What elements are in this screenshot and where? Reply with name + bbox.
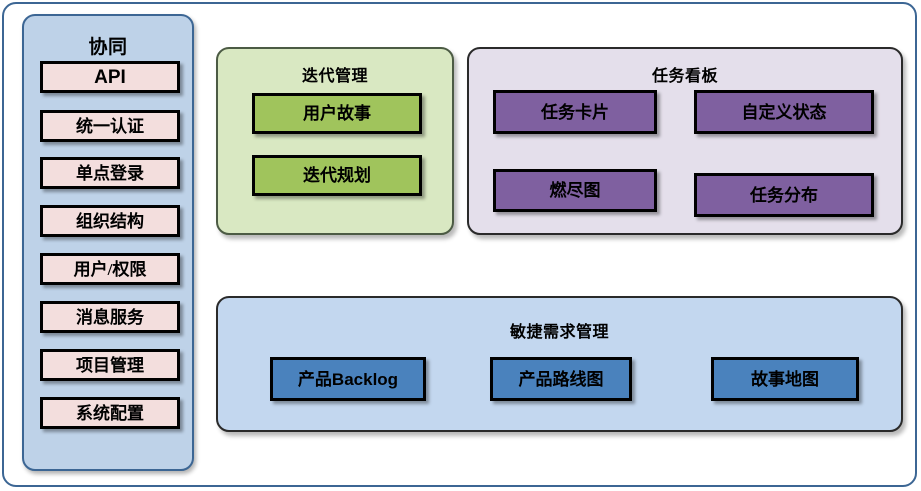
agile-item-story-map[interactable]: 故事地图 — [711, 357, 859, 401]
task-board-item-label: 任务卡片 — [541, 102, 609, 122]
agile-item-product-roadmap[interactable]: 产品路线图 — [490, 357, 632, 401]
sidebar-item-label: 系统配置 — [76, 403, 144, 423]
sidebar-item-label: 项目管理 — [76, 355, 144, 375]
task-board-item-label: 自定义状态 — [741, 102, 827, 122]
iteration-management-title: 迭代管理 — [301, 68, 368, 85]
sidebar-item-label: API — [94, 66, 126, 88]
sidebar-item-sso[interactable]: 单点登录 — [40, 157, 180, 189]
task-board-item-custom-status[interactable]: 自定义状态 — [694, 90, 874, 134]
agile-item-label: 产品Backlog — [297, 369, 399, 389]
iteration-management-panel[interactable]: 迭代管理 用户故事 迭代规划 — [216, 47, 454, 235]
collaboration-panel[interactable]: 协同 API 统一认证 单点登录 组织结构 用户/权限 消息服务 项目管理 系统… — [22, 14, 194, 471]
iteration-item-label: 用户故事 — [303, 104, 371, 123]
task-board-item-burndown-chart[interactable]: 燃尽图 — [493, 169, 657, 212]
agile-requirement-panel[interactable]: 敏捷需求管理 产品Backlog 产品路线图 故事地图 — [216, 296, 903, 432]
agile-item-product-backlog[interactable]: 产品Backlog — [270, 357, 426, 401]
task-board-panel[interactable]: 任务看板 任务卡片 自定义状态 燃尽图 任务分布 — [467, 47, 903, 235]
sidebar-item-label: 统一认证 — [76, 116, 144, 136]
iteration-item-user-story[interactable]: 用户故事 — [252, 93, 422, 134]
task-board-title: 任务看板 — [651, 68, 718, 85]
sidebar-item-system-config[interactable]: 系统配置 — [40, 397, 180, 429]
sidebar-item-label: 组织结构 — [76, 211, 144, 231]
sidebar-item-label: 用户/权限 — [73, 259, 147, 279]
sidebar-item-message-service[interactable]: 消息服务 — [40, 301, 180, 333]
agile-item-label: 产品路线图 — [518, 369, 604, 389]
agile-item-label: 故事地图 — [751, 369, 819, 389]
iteration-item-label: 迭代规划 — [303, 166, 371, 185]
sidebar-item-api[interactable]: API — [40, 61, 180, 93]
iteration-item-iteration-planning[interactable]: 迭代规划 — [252, 155, 422, 196]
sidebar-item-org-structure[interactable]: 组织结构 — [40, 205, 180, 237]
sidebar-item-label: 单点登录 — [76, 163, 144, 183]
sidebar-item-project-management[interactable]: 项目管理 — [40, 349, 180, 381]
collaboration-panel-title: 协同 — [88, 37, 128, 58]
task-board-item-task-card[interactable]: 任务卡片 — [493, 90, 657, 134]
sidebar-item-label: 消息服务 — [76, 307, 144, 327]
task-board-item-label: 任务分布 — [750, 185, 818, 205]
task-board-item-task-distribution[interactable]: 任务分布 — [694, 173, 874, 217]
sidebar-item-unified-auth[interactable]: 统一认证 — [40, 110, 180, 142]
agile-requirement-title: 敏捷需求管理 — [509, 324, 609, 341]
task-board-item-label: 燃尽图 — [549, 181, 601, 200]
sidebar-item-user-permission[interactable]: 用户/权限 — [40, 253, 180, 285]
